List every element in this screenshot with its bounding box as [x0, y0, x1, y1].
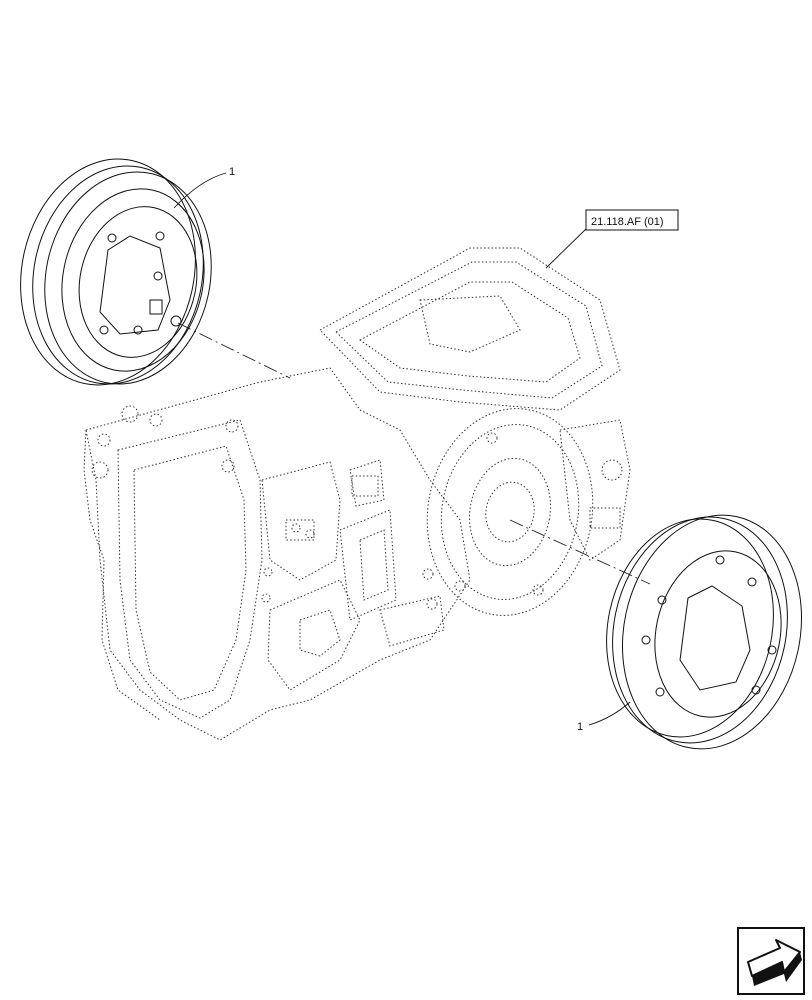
- transmission-housing: [83, 247, 631, 741]
- navigate-arrow-icon[interactable]: [737, 927, 805, 995]
- pulley-lower-right: [606, 514, 803, 750]
- centerline-lower: [509, 519, 651, 585]
- callout-label-upper-left: 1: [229, 166, 235, 178]
- reference-leader: [545, 228, 587, 269]
- pulley-upper-left: [20, 158, 212, 386]
- callout-leader-lower-right: [588, 701, 631, 726]
- reference-label[interactable]: 21.118.AF (01): [591, 216, 664, 228]
- reference-box: [585, 209, 679, 231]
- callout-label-lower-right: 1: [577, 721, 583, 733]
- centerline-upper: [177, 322, 291, 379]
- callout-leader-upper-left: [173, 172, 227, 209]
